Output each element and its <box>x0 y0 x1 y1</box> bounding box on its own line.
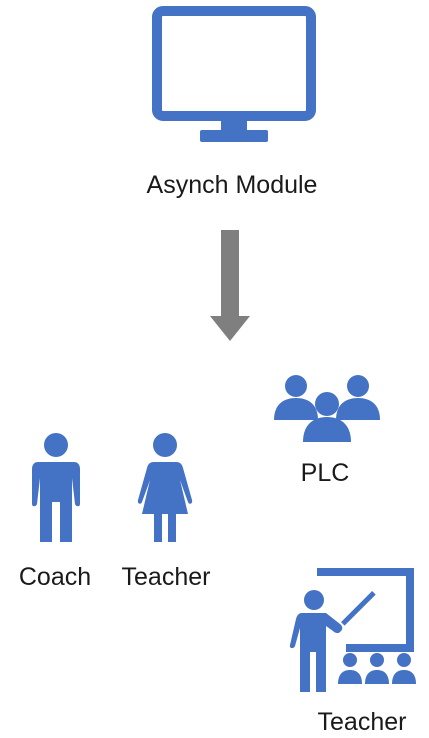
group-icon <box>272 374 382 444</box>
presenter-icon <box>288 566 418 696</box>
module-label: Asynch Module <box>146 171 318 199</box>
coach-label: Coach <box>18 563 92 591</box>
teacher-label-2: Teacher <box>317 708 407 736</box>
teacher-label-1: Teacher <box>121 563 211 591</box>
plc-label: PLC <box>300 459 350 487</box>
man-icon <box>26 432 86 544</box>
down-arrow-icon <box>210 230 250 342</box>
monitor-icon <box>152 6 316 146</box>
woman-icon <box>134 432 196 544</box>
